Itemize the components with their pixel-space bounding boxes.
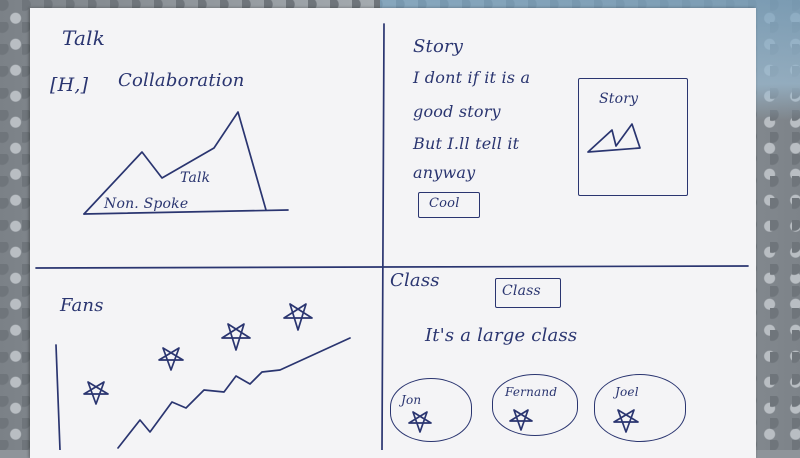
class-button[interactable]: Class <box>495 278 561 308</box>
story-cool-button[interactable]: Cool <box>418 192 480 218</box>
class-button-label: Class <box>502 283 541 299</box>
fans-title: Fans <box>60 295 104 316</box>
story-line-2: good story <box>413 102 501 121</box>
class-person-2-avatar[interactable]: Fernand <box>492 374 578 436</box>
story-cool-button-label: Cool <box>429 196 460 211</box>
class-title: Class <box>390 270 440 291</box>
talk-title: Talk <box>62 26 106 50</box>
story-line-3: But I.ll tell it <box>413 134 520 153</box>
class-person-1-avatar[interactable]: Jon <box>390 378 472 442</box>
talk-section-title: Collaboration <box>118 70 245 91</box>
story-card-title: Story <box>599 91 639 107</box>
talk-section-bracket: [H,] <box>50 74 89 96</box>
class-person-2-name: Fernand <box>505 385 558 399</box>
class-person-3-name: Joel <box>615 385 639 399</box>
class-person-3-avatar[interactable]: Joel <box>594 374 686 442</box>
talk-chart-label-bottom: Non. Spoke <box>104 196 189 212</box>
story-line-4: anyway <box>413 163 476 182</box>
talk-chart-label-top: Talk <box>180 170 211 186</box>
story-line-1: I dont if it is a <box>413 68 531 87</box>
story-card[interactable]: Story <box>578 78 688 196</box>
class-headline: It's a large class <box>425 325 578 346</box>
class-person-1-name: Jon <box>401 393 422 407</box>
story-title: Story <box>413 36 464 57</box>
